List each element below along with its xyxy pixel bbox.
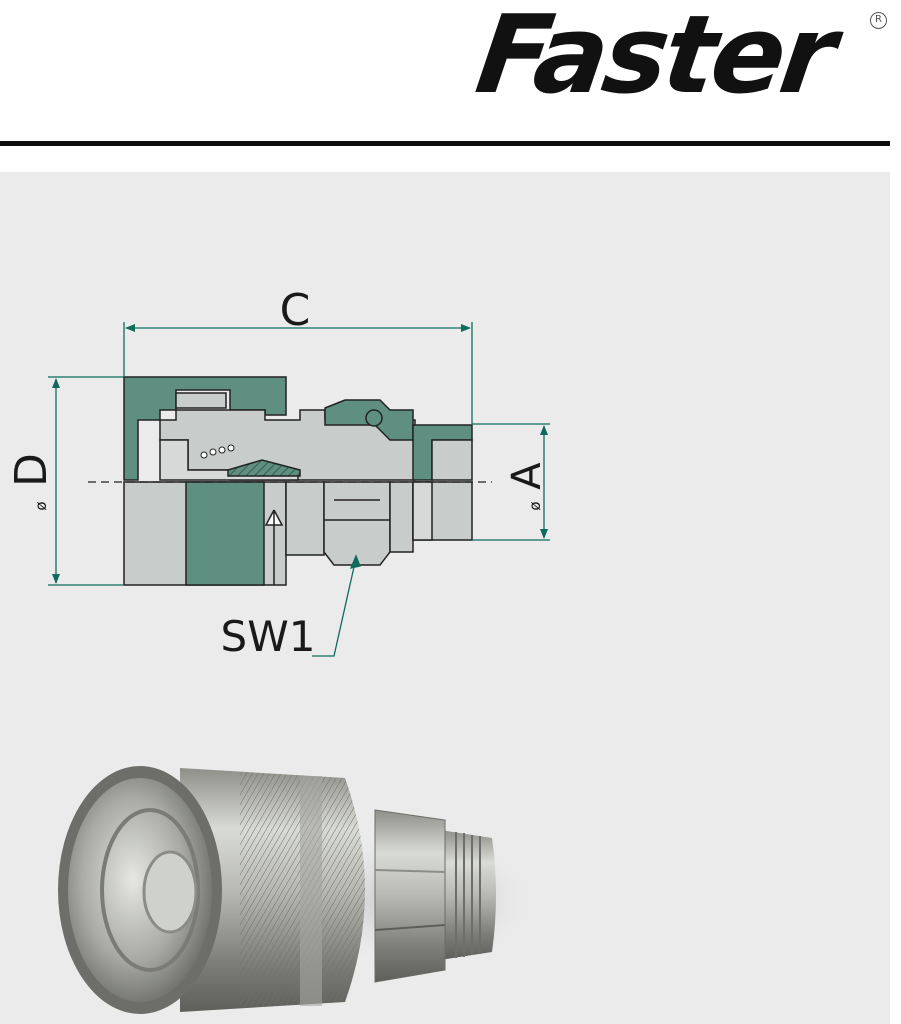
- header-rule: [0, 141, 890, 146]
- diameter-symbol-a: ø: [526, 501, 544, 510]
- body-exterior: [285, 481, 325, 556]
- dimension-label-d-group: ø D: [6, 453, 57, 511]
- registered-mark: R: [870, 12, 887, 29]
- dimension-c: [123, 322, 473, 425]
- hex-nut-exterior: [323, 481, 391, 566]
- dimension-d: [48, 376, 124, 586]
- hex-edge: [374, 924, 446, 931]
- ball: [200, 451, 208, 459]
- diameter-symbol-d: ø: [32, 501, 50, 510]
- coupling-face: [68, 778, 212, 1002]
- sleeve-band: [300, 776, 322, 1006]
- thread-collar: [412, 481, 433, 541]
- thread-ridges: [455, 832, 481, 958]
- dimension-a: [472, 423, 550, 541]
- threaded-end: [440, 830, 496, 960]
- ball: [218, 446, 226, 454]
- ball: [209, 448, 217, 456]
- product-photo: [58, 766, 540, 1014]
- valve-poppet: [142, 850, 198, 934]
- flow-arrow: [264, 509, 284, 585]
- lower-exterior: [123, 481, 473, 586]
- hex-edge: [374, 869, 446, 873]
- thread-exterior: [389, 481, 414, 553]
- thread-end-bore: [431, 439, 473, 481]
- dimension-label-d: D: [6, 453, 57, 487]
- dimension-label-sw1: SW1: [221, 612, 316, 661]
- upper-section: [123, 376, 473, 481]
- valve-balls: [200, 444, 235, 459]
- sleeve-groove: [175, 392, 227, 409]
- coupling-face-ring: [100, 808, 200, 972]
- dimension-label-a-group: ø A: [504, 462, 550, 511]
- sleeve-band: [185, 481, 265, 586]
- ball: [227, 444, 235, 452]
- technical-drawing: C ø D ø A SW1: [6, 285, 550, 661]
- leader-arrow: [349, 554, 361, 569]
- locking-ball: [365, 409, 383, 427]
- outer-sleeve-section: [123, 376, 287, 481]
- sw1-leader: [312, 554, 361, 657]
- spring-seat: [227, 459, 301, 477]
- leader-line: [312, 557, 357, 657]
- dimension-label-a: A: [504, 462, 550, 490]
- hex-nut: [374, 809, 446, 983]
- dimension-label-c: C: [280, 285, 311, 336]
